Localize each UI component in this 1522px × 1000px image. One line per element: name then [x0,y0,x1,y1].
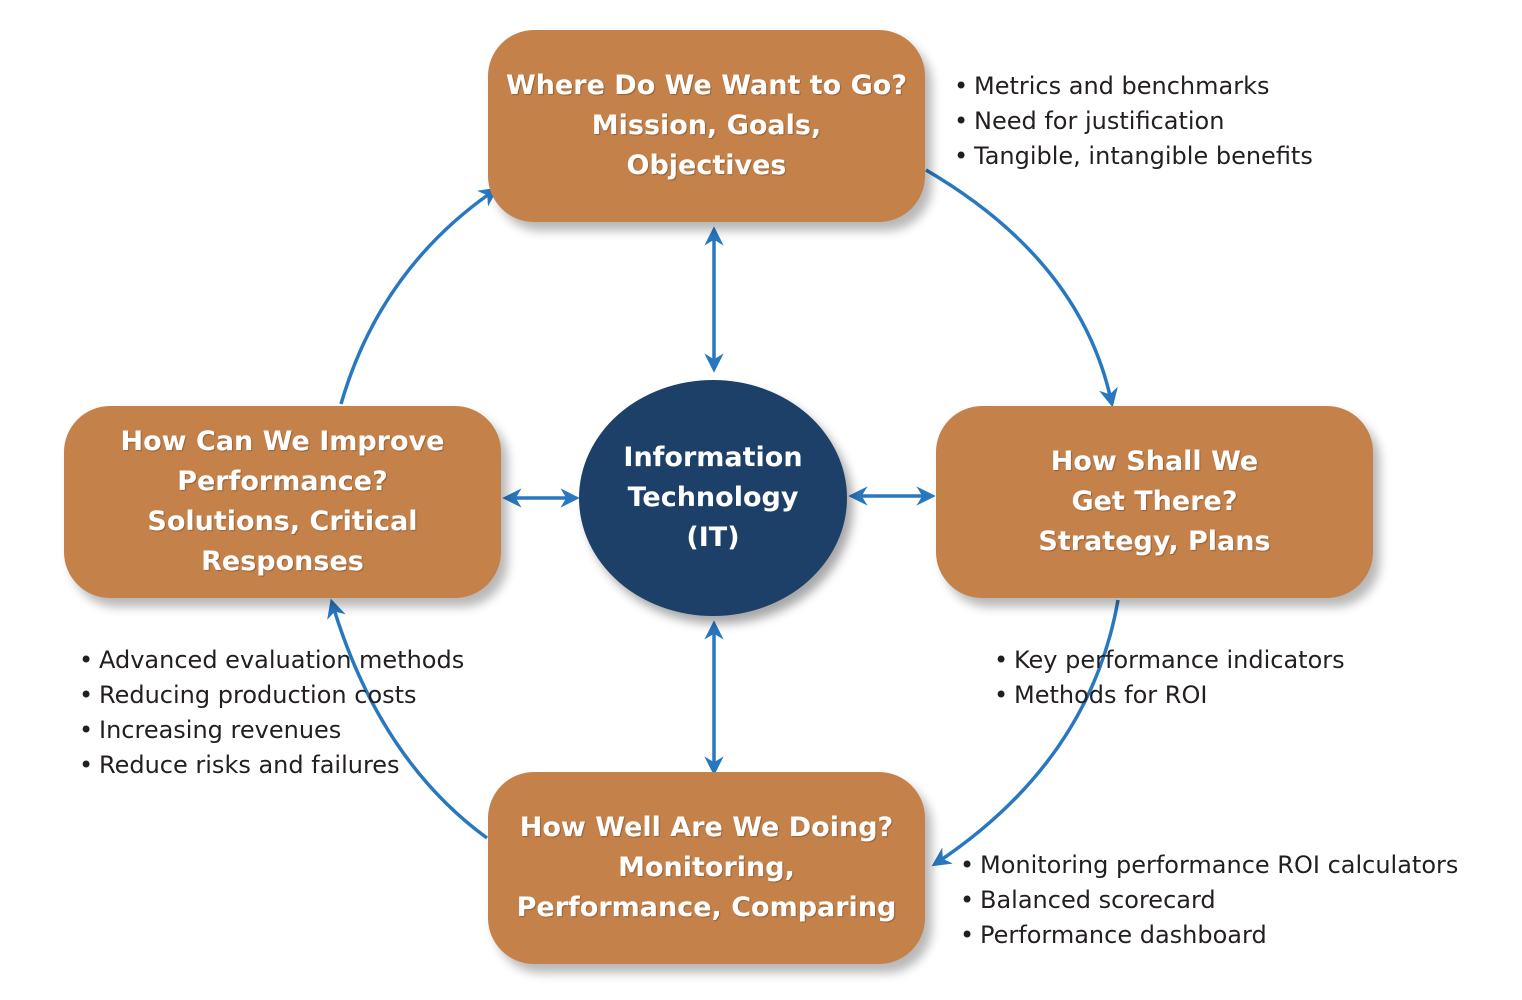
hub-line-3: (IT) [686,522,740,553]
it-hub-circle: Information Technology (IT) [579,380,847,616]
list-item: •Metrics and benchmarks [954,69,1313,104]
list-item: •Advanced evaluation methods [79,643,464,678]
list-item: •Balanced scorecard [960,883,1458,918]
goals-box-line-1: Where Do We Want to Go? [505,70,908,101]
note-text: Reducing production costs [99,681,417,709]
strategy-box: How Shall We Get There? Strategy, Plans [936,406,1373,598]
cycle-arrow-left-to-top [339,187,499,405]
bullet-icon: • [954,142,969,170]
note-text: Need for justification [974,107,1225,135]
goals-box-line-3: Objectives [626,150,787,181]
list-item: •Increasing revenues [79,713,464,748]
list-item: •Reduce risks and failures [79,748,464,783]
list-item: •Reducing production costs [79,678,464,713]
bullet-icon: • [79,751,94,779]
bullet-icon: • [954,107,969,135]
hub-line-2: Technology [627,482,799,513]
goals-box: Where Do We Want to Go? Mission, Goals, … [488,30,925,222]
strategy-box-line-1: How Shall We [1050,446,1259,477]
bullet-icon: • [954,72,969,100]
list-item: •Tangible, intangible benefits [954,139,1313,174]
list-item: •Performance dashboard [960,918,1458,953]
note-text: Reduce risks and failures [99,751,400,779]
bullet-icon: • [79,716,94,744]
note-text: Balanced scorecard [980,886,1216,914]
note-text: Methods for ROI [1014,681,1208,709]
list-item: •Monitoring performance ROI calculators [960,848,1458,883]
note-text: Advanced evaluation methods [99,646,465,674]
note-text: Increasing revenues [99,716,342,744]
bullet-icon: • [994,646,1009,674]
list-item: •Key performance indicators [994,643,1345,678]
goals-box-line-2: Mission, Goals, [591,110,822,141]
improvement-notes-list: •Advanced evaluation methods •Reducing p… [79,643,464,783]
monitoring-box: How Well Are We Doing? Monitoring, Perfo… [488,772,925,964]
cycle-arrow-right-to-bottom [931,599,1120,867]
bullet-icon: • [960,851,975,879]
note-text: Metrics and benchmarks [974,72,1270,100]
monitoring-notes-list: •Monitoring performance ROI calculators … [960,848,1458,953]
hub-line-1: Information [623,442,803,473]
list-item: •Methods for ROI [994,678,1345,713]
cycle-arrow-top-to-right [925,168,1118,408]
monitoring-box-line-3: Performance, Comparing [516,892,897,923]
improvement-box-line-4: Responses [201,546,364,577]
strategy-notes-list: •Key performance indicators •Methods for… [994,643,1345,713]
note-text: Key performance indicators [1014,646,1345,674]
cycle-arrow-bottom-to-left [327,598,489,840]
monitoring-box-line-1: How Well Are We Doing? [519,812,894,843]
strategy-box-line-3: Strategy, Plans [1038,526,1271,557]
bullet-icon: • [79,681,94,709]
improvement-box-line-1: How Can We Improve [120,426,445,457]
note-text: Monitoring performance ROI calculators [980,851,1459,879]
list-item: •Need for justification [954,104,1313,139]
bullet-icon: • [960,921,975,949]
improvement-box: How Can We Improve Performance? Solution… [64,406,501,598]
goals-notes-list: •Metrics and benchmarks •Need for justif… [954,69,1313,174]
note-text: Tangible, intangible benefits [974,142,1313,170]
strategy-box-line-2: Get There? [1071,486,1238,517]
monitoring-box-line-2: Monitoring, [618,852,795,883]
improvement-box-line-2: Performance? [177,466,388,497]
note-text: Performance dashboard [980,921,1267,949]
bullet-icon: • [960,886,975,914]
bullet-icon: • [994,681,1009,709]
improvement-box-line-3: Solutions, Critical [147,506,418,537]
bullet-icon: • [79,646,94,674]
